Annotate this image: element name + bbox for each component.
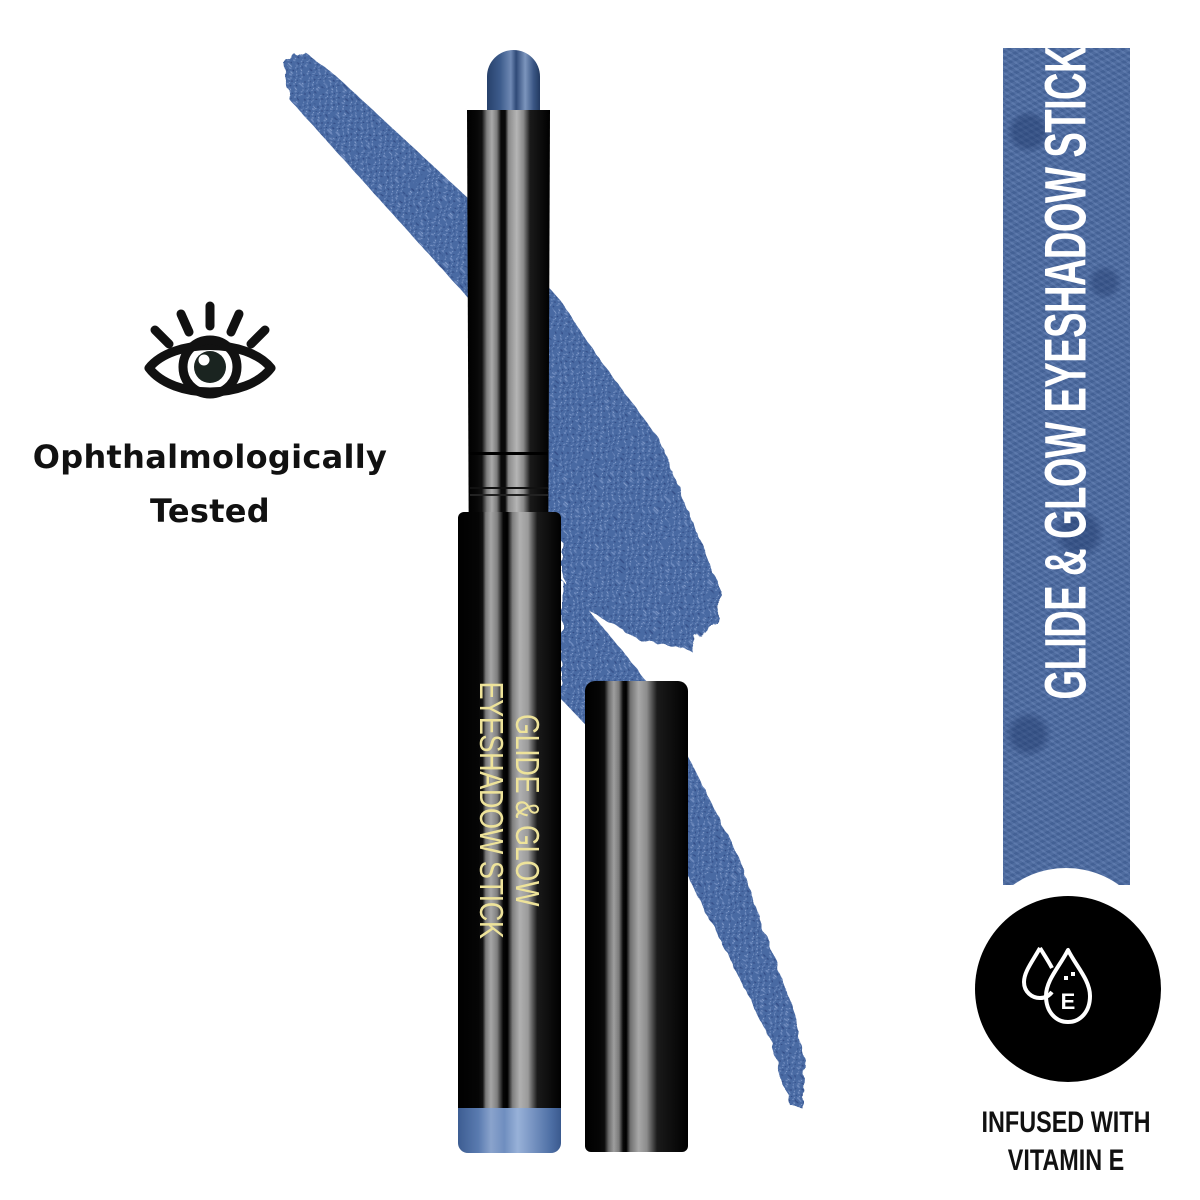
vitamin-label-line2: VITAMIN E	[1007, 1144, 1125, 1177]
stick-name-line2: EYESHADOW STICK	[473, 681, 510, 939]
banner-title-wrap: GLIDE & GLOW EYESHADOW STICK	[1003, 46, 1130, 868]
badge-label-line1: Ophthalmologically	[32, 438, 388, 476]
stick-body	[458, 512, 561, 1112]
water-drops-vitamin-e-icon: E	[1022, 946, 1092, 1024]
stick-base-color-band	[458, 1108, 561, 1153]
stick-ridge	[470, 494, 548, 496]
badge-label-line2: Tested	[149, 492, 271, 530]
stick-name-line1: GLIDE & GLOW	[509, 713, 546, 907]
stick-ridge	[470, 487, 548, 489]
product-title-banner	[1003, 48, 1130, 885]
banner-texture	[1003, 48, 1130, 885]
vitamin-e-badge: E	[975, 896, 1161, 1082]
vitamin-e-label: INFUSED WITH VITAMIN E	[950, 1104, 1182, 1180]
stick-cap	[585, 681, 688, 1152]
stick-product-name: GLIDE & GLOW EYESHADOW STICK	[458, 640, 561, 980]
ophthalmologically-tested-badge: Ophthalmologically Tested	[0, 300, 420, 538]
vitamin-e-letter: E	[1061, 989, 1076, 1014]
eyeshadow-tip	[487, 50, 540, 114]
stick-sleeve	[467, 110, 550, 520]
banner-title: GLIDE & GLOW EYESHADOW STICK	[1033, 46, 1099, 700]
stick-seam	[470, 452, 548, 455]
eye-with-lashes-icon	[144, 301, 276, 399]
vitamin-label-line1: INFUSED WITH	[981, 1106, 1151, 1139]
